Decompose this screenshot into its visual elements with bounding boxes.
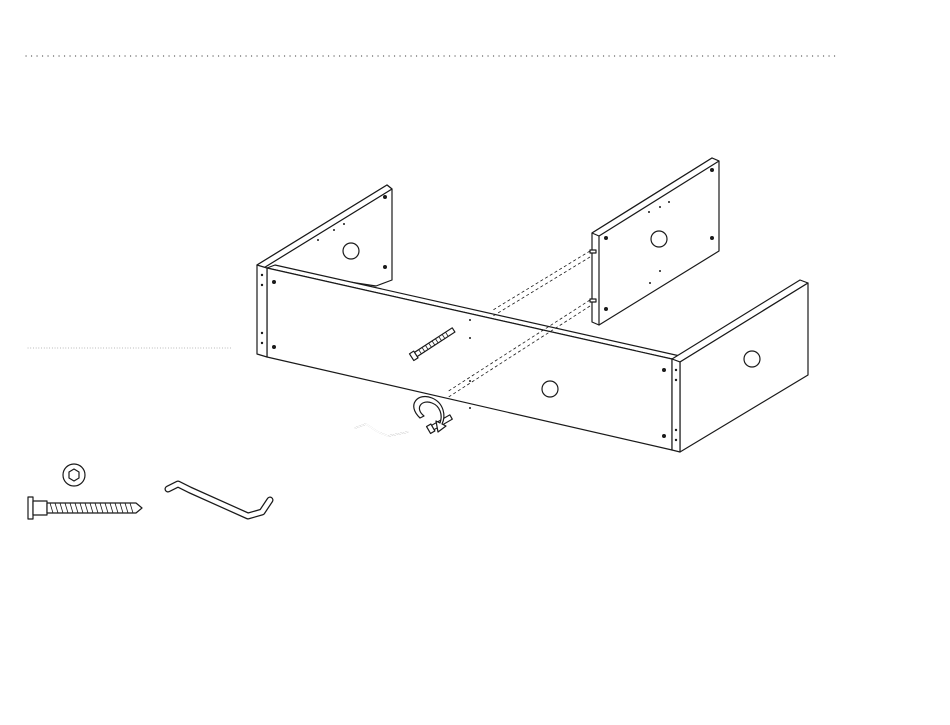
left-end-cap: [257, 265, 267, 357]
bolt-icon: [28, 497, 142, 519]
allen-key-icon: [168, 484, 270, 516]
right-side-panel: [672, 280, 808, 452]
back-panel: [590, 158, 719, 325]
allen-key-in-use: [355, 424, 408, 436]
parts-legend: [28, 464, 270, 519]
hex-socket-icon: [63, 464, 85, 486]
